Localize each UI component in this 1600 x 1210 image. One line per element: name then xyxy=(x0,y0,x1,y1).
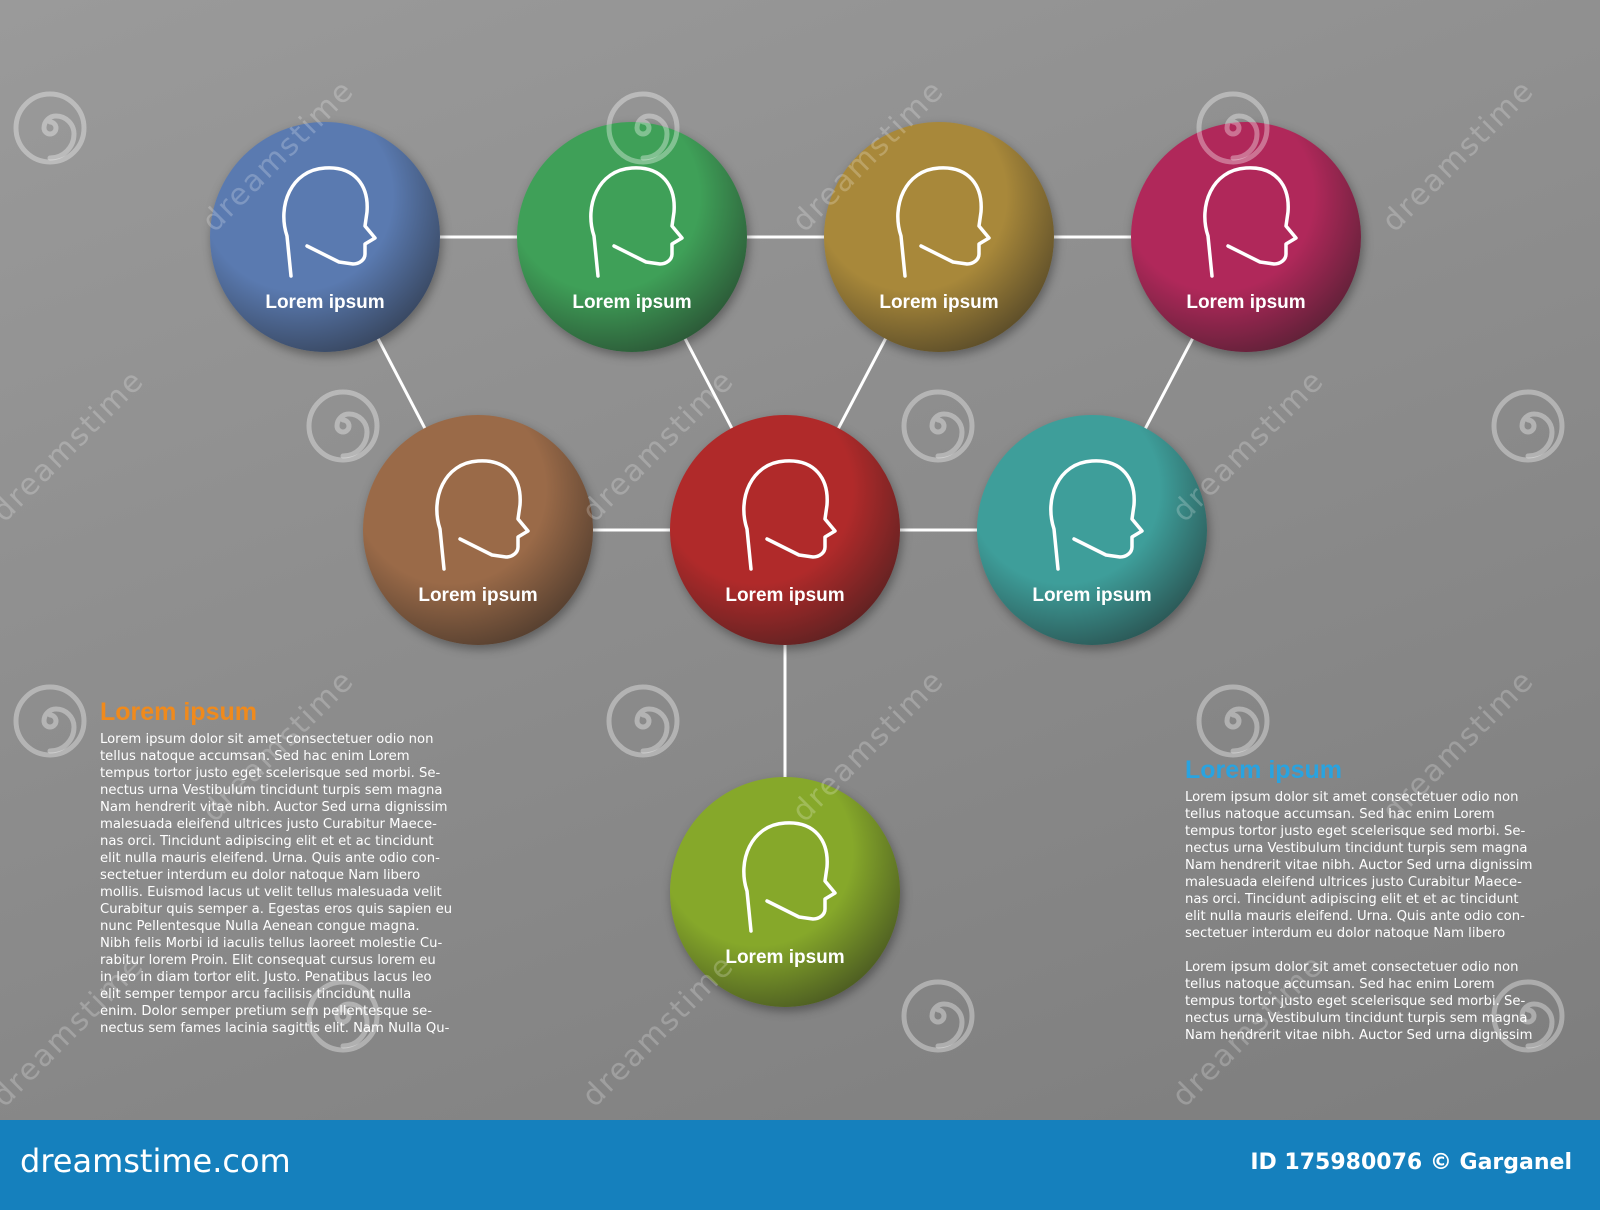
node-label: Lorem ipsum xyxy=(572,292,692,313)
node-label: Lorem ipsum xyxy=(1032,585,1152,606)
dreamstime-spiral-icon xyxy=(605,683,681,759)
person-head-icon xyxy=(282,166,377,278)
person-head-icon xyxy=(742,821,837,933)
person-node-7: Lorem ipsum xyxy=(977,415,1207,645)
footer-image-id: ID 175980076 © Garganel xyxy=(1250,1150,1572,1175)
person-head-icon xyxy=(1203,166,1298,278)
dreamstime-spiral-icon xyxy=(305,388,381,464)
dreamstime-spiral-icon xyxy=(1195,683,1271,759)
dreamstime-spiral-icon xyxy=(305,978,381,1054)
right-block-body-1: Lorem ipsum dolor sit amet consectetuer … xyxy=(1185,790,1533,941)
diagram-canvas: Lorem ipsum Lorem ipsum Lorem ipsum Lore… xyxy=(12,90,1566,1054)
dreamstime-spiral-icon xyxy=(1490,978,1566,1054)
footer-site-name: dreamstime.com xyxy=(20,1142,291,1180)
dreamstime-spiral-icon xyxy=(1195,90,1271,166)
person-head-icon xyxy=(896,166,991,278)
person-head-icon xyxy=(742,459,837,571)
left-block-title: Lorem ipsum xyxy=(100,698,257,726)
footer-bar: dreamstime.com ID 175980076 © Garganel xyxy=(0,1120,1600,1210)
person-node-2: Lorem ipsum xyxy=(517,122,747,352)
left-block-body: Lorem ipsum dolor sit amet consectetuer … xyxy=(100,732,453,1036)
dreamstime-spiral-icon xyxy=(900,978,976,1054)
person-node-5: Lorem ipsum xyxy=(363,415,593,645)
node-label: Lorem ipsum xyxy=(418,585,538,606)
node-label: Lorem ipsum xyxy=(1186,292,1306,313)
node-label: Lorem ipsum xyxy=(725,947,845,968)
dreamstime-spiral-icon xyxy=(900,388,976,464)
dreamstime-spiral-icon xyxy=(12,90,88,166)
dreamstime-spiral-icon xyxy=(1490,388,1566,464)
person-node-8: Lorem ipsum xyxy=(670,777,900,1007)
node-label: Lorem ipsum xyxy=(265,292,385,313)
left-text-block: Lorem ipsum Lorem ipsum dolor sit amet c… xyxy=(100,698,452,1037)
person-head-icon xyxy=(435,459,530,571)
person-head-icon xyxy=(1049,459,1144,571)
dreamstime-spiral-icon xyxy=(12,683,88,759)
person-node-1: Lorem ipsum xyxy=(210,122,440,352)
dreamstime-spiral-icon xyxy=(605,90,681,166)
right-block-title: Lorem ipsum xyxy=(1185,756,1342,784)
person-node-6: Lorem ipsum xyxy=(670,415,900,645)
person-node-4: Lorem ipsum xyxy=(1131,122,1361,352)
person-head-icon xyxy=(589,166,684,278)
person-node-3: Lorem ipsum xyxy=(824,122,1054,352)
right-text-block: Lorem ipsum Lorem ipsum dolor sit amet c… xyxy=(1185,756,1532,1044)
node-label: Lorem ipsum xyxy=(879,292,999,313)
node-label: Lorem ipsum xyxy=(725,585,845,606)
right-block-body-2: Lorem ipsum dolor sit amet consectetuer … xyxy=(1185,960,1533,1043)
